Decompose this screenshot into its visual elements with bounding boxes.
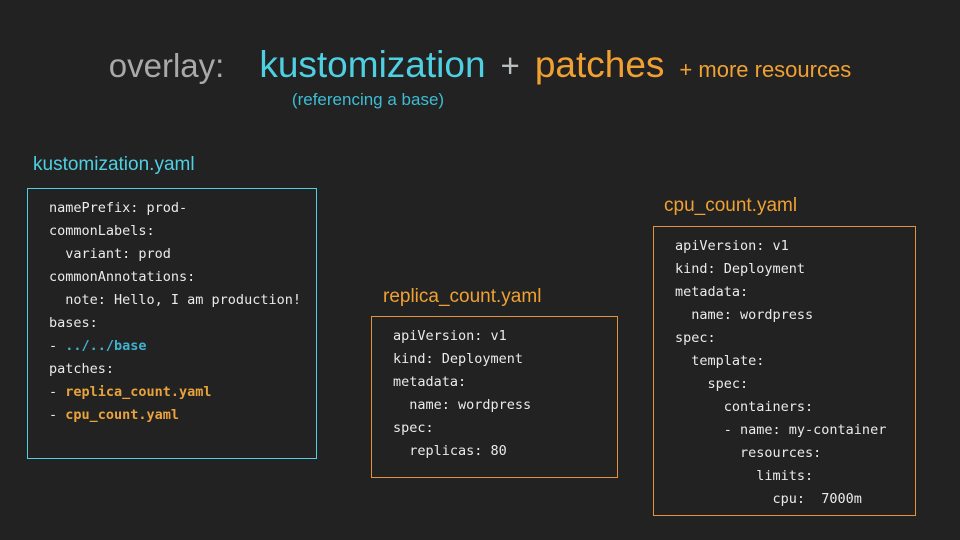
code-segment: template: — [675, 353, 765, 369]
code-segment: name: wordpress — [675, 307, 814, 323]
title-segment: + — [500, 47, 520, 84]
title-segment: overlay: — [108, 47, 225, 84]
code-line: spec: — [675, 327, 907, 350]
code-segment: apiVersion: v1 — [393, 328, 507, 344]
code-line: - replica_count.yaml — [49, 381, 308, 404]
code-block: namePrefix: prod-commonLabels: variant: … — [28, 189, 316, 427]
code-line: template: — [675, 350, 907, 373]
slide-subtitle: (referencing a base) — [291, 90, 445, 109]
code-segment: - — [49, 384, 66, 400]
code-segment: resources: — [675, 445, 822, 461]
code-segment: apiVersion: v1 — [675, 238, 789, 254]
code-line: replicas: 80 — [393, 440, 609, 463]
code-line: commonLabels: — [49, 220, 308, 243]
code-segment: - — [49, 338, 66, 354]
code-line: spec: — [393, 417, 609, 440]
code-line: name: wordpress — [393, 394, 609, 417]
code-segment-highlight: ../../base — [65, 338, 147, 354]
file-label: cpu_count.yaml — [664, 195, 798, 216]
code-segment: namePrefix: prod- — [49, 200, 188, 216]
code-segment: - — [49, 407, 66, 423]
code-box: namePrefix: prod-commonLabels: variant: … — [27, 188, 317, 459]
code-segment: note: Hello, I am production! — [49, 292, 301, 308]
code-line: metadata: — [393, 371, 609, 394]
code-segment: spec: — [393, 420, 434, 436]
code-line: metadata: — [675, 281, 907, 304]
code-line: namePrefix: prod- — [49, 197, 308, 220]
code-line: variant: prod — [49, 243, 308, 266]
code-segment: kind: Deployment — [393, 351, 524, 367]
code-line: kind: Deployment — [675, 258, 907, 281]
code-line: apiVersion: v1 — [675, 235, 907, 258]
code-segment: bases: — [49, 315, 98, 331]
code-line: kind: Deployment — [393, 348, 609, 371]
code-segment-highlight: replica_count.yaml — [65, 384, 212, 400]
code-segment-highlight: cpu_count.yaml — [65, 407, 180, 423]
code-segment: commonAnnotations: — [49, 269, 196, 285]
code-line: note: Hello, I am production! — [49, 289, 308, 312]
code-segment: limits: — [675, 468, 814, 484]
code-segment: patches: — [49, 361, 115, 377]
code-line: patches: — [49, 358, 308, 381]
code-line: spec: — [675, 373, 907, 396]
code-segment: metadata: — [675, 284, 749, 300]
code-line: containers: — [675, 396, 907, 419]
code-segment: replicas: 80 — [393, 443, 507, 459]
code-line: - name: my-container — [675, 419, 907, 442]
file-label: replica_count.yaml — [383, 286, 542, 307]
slide-title: overlay: kustomization + patches + more reso… — [0, 44, 960, 86]
title-segment: patches — [534, 44, 665, 85]
code-line: name: wordpress — [675, 304, 907, 327]
code-segment: kind: Deployment — [675, 261, 806, 277]
code-segment: spec: — [675, 330, 716, 346]
code-line: cpu: 7000m — [675, 488, 907, 511]
code-segment: spec: — [675, 376, 749, 392]
code-segment: cpu: 7000m — [675, 491, 862, 507]
code-segment: commonLabels: — [49, 223, 155, 239]
code-segment: name: wordpress — [393, 397, 532, 413]
code-line: apiVersion: v1 — [393, 325, 609, 348]
code-line: - ../../base — [49, 335, 308, 358]
code-segment: variant: prod — [49, 246, 171, 262]
code-segment: metadata: — [393, 374, 467, 390]
code-segment: containers: — [675, 399, 814, 415]
file-label: kustomization.yaml — [33, 154, 195, 175]
code-line: bases: — [49, 312, 308, 335]
code-line: - cpu_count.yaml — [49, 404, 308, 427]
code-line: commonAnnotations: — [49, 266, 308, 289]
code-line: resources: — [675, 442, 907, 465]
code-segment: - name: my-container — [675, 422, 887, 438]
code-line: limits: — [675, 465, 907, 488]
title-segment: + more resources — [679, 57, 852, 82]
title-segment: kustomization — [259, 44, 486, 85]
